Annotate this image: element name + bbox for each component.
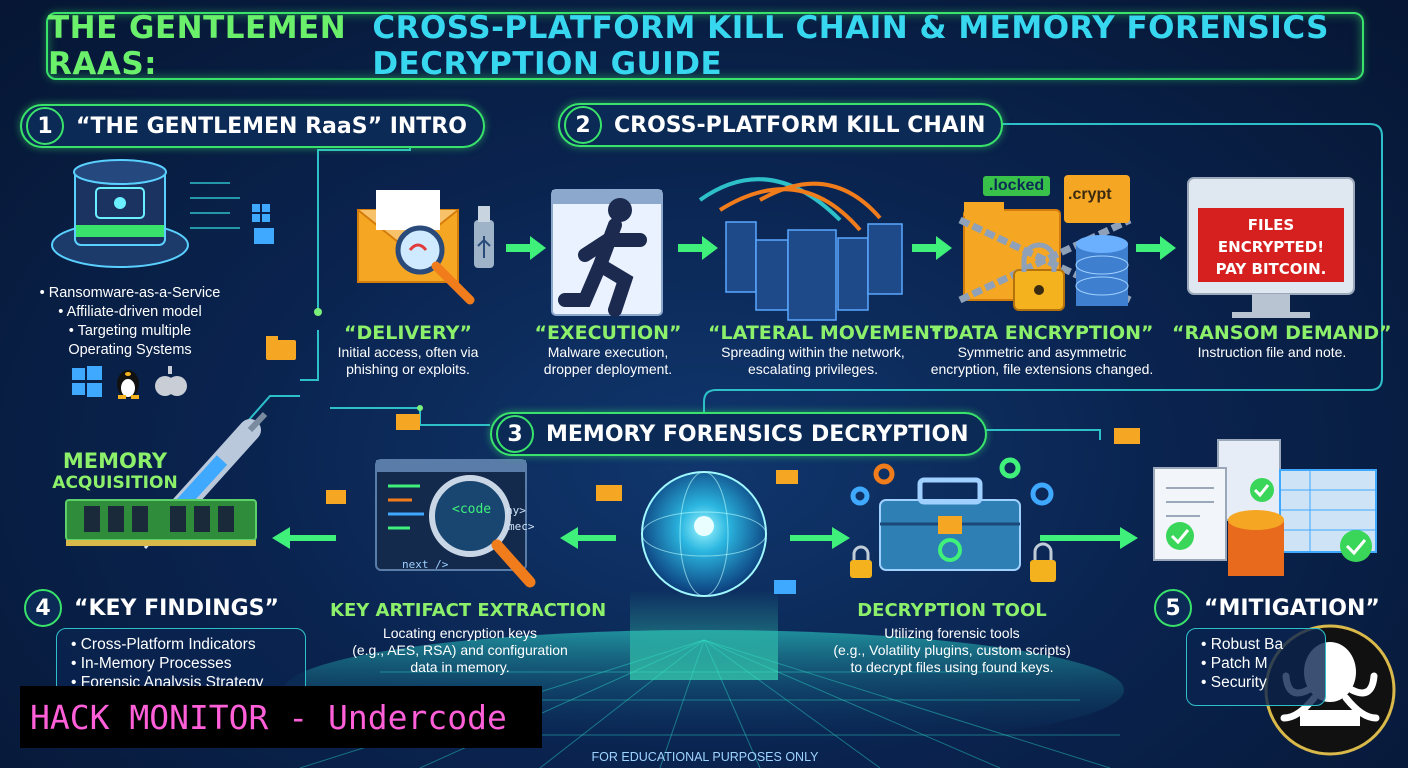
stage-lateral-movement: “LATERAL MOVEMENT” Spreading within the … [708, 322, 956, 378]
windows-small-icon [252, 204, 270, 222]
code-window-icon [375, 459, 536, 588]
linux-icon [117, 370, 139, 399]
ram-module-icon [65, 499, 257, 546]
lateral-arrows-icon [698, 177, 882, 232]
stage-title: “DATA ENCRYPTION” [930, 322, 1154, 344]
finding-item: • In-Memory Processes [71, 655, 232, 672]
stage-data-encryption: “DATA ENCRYPTION” Symmetric and asymmetr… [922, 322, 1162, 378]
main-title: THE GENTLEMEN RAAS: CROSS-PLATFORM KILL … [46, 10, 1364, 82]
mitigation-item: • Patch M [1201, 655, 1268, 672]
stage-desc-line-1: Initial access, often via [337, 344, 479, 360]
section-2-number: 2 [564, 106, 602, 144]
memory-acquisition-label: MEMORY ACQUISITION [50, 450, 180, 494]
windows-icon [72, 366, 102, 397]
artifact-desc-line-1: Locating encryption keys [382, 625, 538, 641]
stage-title: “DELIVERY” [344, 322, 472, 344]
code-snippet-1: <code [452, 502, 492, 517]
artifact-title: KEY ARTIFACT EXTRACTION [330, 600, 607, 621]
padlock-icon [850, 542, 1056, 582]
mitigation-list: • Robust Ba • Patch M • Security [1186, 628, 1326, 706]
stage-title: “EXECUTION” [534, 322, 682, 344]
folder-icon [254, 228, 274, 244]
folder-icon [266, 336, 296, 360]
intro-bullet: • Targeting multiple [68, 323, 192, 339]
section-3-number: 3 [496, 415, 534, 453]
code-snippet-2: ny> [506, 504, 526, 517]
stage-desc-line-2: phishing or exploits. [346, 361, 470, 377]
usb-icon [474, 206, 494, 268]
checkmark-icon [1166, 478, 1372, 562]
monitor-icon [1187, 177, 1355, 318]
title-brand: THE GENTLEMEN RAAS: [48, 10, 347, 82]
circuit-lines-icon [190, 182, 240, 229]
top-hat-icon [51, 159, 189, 268]
artifact-desc-line-2: (e.g., AES, RSA) and configuration [352, 642, 568, 658]
section-4-header: 4 “KEY FINDINGS” [20, 588, 295, 628]
tool-desc-line-1: Utilizing forensic tools [884, 625, 1020, 641]
magnifier-icon [395, 225, 475, 305]
tool-desc-line-2: (e.g., Volatility plugins, custom script… [833, 642, 1071, 658]
section-3-label: MEMORY FORENSICS DECRYPTION [546, 421, 969, 447]
mitigation-item: • Security [1201, 674, 1267, 691]
stage-desc-line-1: Instruction file and note. [1197, 344, 1347, 360]
stage-ransom-demand: “RANSOM DEMAND” Instruction file and not… [1172, 322, 1392, 361]
section-5-label: “MITIGATION” [1204, 595, 1380, 621]
section-2-header: 2 CROSS-PLATFORM KILL CHAIN [558, 103, 1004, 147]
code-snippet-4: next /> [402, 558, 449, 571]
running-man-icon [551, 189, 663, 317]
crypt-tag: .crypt [1068, 186, 1112, 203]
locked-tag: .locked [983, 176, 1051, 196]
section-1-number: 1 [26, 107, 64, 145]
server-rack-icon [725, 221, 903, 321]
stage-execution: “EXECUTION” Malware execution, dropper d… [528, 322, 688, 378]
tool-title: DECRYPTION TOOL [857, 600, 1047, 621]
section-1-header: 1 “THE GENTLEMEN RaaS” INTRO [20, 104, 485, 148]
gear-icon [850, 457, 1054, 506]
folder-icon [326, 414, 1140, 594]
stage-desc-line-1: Symmetric and asymmetric [957, 344, 1127, 360]
stage-desc-line-2: encryption, file extensions changed. [930, 361, 1154, 377]
database-icon [1075, 235, 1129, 306]
intro-bullet: • Affiliate-driven model [58, 304, 202, 320]
code-snippet-3: mec> [508, 520, 535, 533]
section-1-label: “THE GENTLEMEN RaaS” INTRO [76, 113, 467, 139]
toolbox-icon [879, 477, 1021, 571]
stage-delivery: “DELIVERY” Initial access, often via phi… [326, 322, 490, 378]
stage-desc-line-2: escalating privileges. [748, 361, 878, 377]
section-3-header: 3 MEMORY FORENSICS DECRYPTION [490, 412, 987, 456]
decryption-tool-block: DECRYPTION TOOL Utilizing forensic tools… [822, 600, 1082, 676]
ransom-screen-line-2: PAY BITCOIN. [1215, 260, 1327, 278]
chain-lock-icon [958, 175, 1132, 311]
title-subject: CROSS-PLATFORM KILL CHAIN & MEMORY FOREN… [372, 10, 1329, 82]
artifact-extraction-block: KEY ARTIFACT EXTRACTION Locating encrypt… [330, 600, 607, 676]
hack-monitor-watermark: HACK MONITOR - Undercode [20, 686, 542, 748]
apple-icon [155, 366, 187, 396]
finding-item: • Cross-Platform Indicators [71, 636, 256, 653]
ransom-screen-text: FILES ENCRYPTED! PAY BITCOIN. [1198, 214, 1344, 280]
stage-title: “LATERAL MOVEMENT” [708, 322, 956, 344]
memory-label-line-1: MEMORY [62, 449, 168, 473]
mitigation-item: • Robust Ba [1201, 636, 1284, 653]
memory-label-line-2: ACQUISITION [52, 473, 178, 493]
intro-bullet: • Ransomware-as-a-Service [39, 285, 221, 301]
footer-disclaimer: FOR EDUCATIONAL PURPOSES ONLY [591, 750, 819, 764]
flow-arrows [272, 236, 1176, 549]
ransom-screen-line-1: FILES ENCRYPTED! [1217, 216, 1325, 256]
documents-icon [1153, 439, 1377, 576]
stage-desc-line-1: Malware execution, [547, 344, 669, 360]
artifact-desc-line-3: data in memory. [410, 659, 510, 675]
section-5-number: 5 [1154, 589, 1192, 627]
section-2-label: CROSS-PLATFORM KILL CHAIN [614, 112, 986, 138]
section-4-label: “KEY FINDINGS” [74, 595, 279, 621]
intro-bullet: Operating Systems [68, 342, 192, 358]
tool-desc-line-3: to decrypt files using found keys. [850, 659, 1054, 675]
section-4-number: 4 [24, 589, 62, 627]
stage-desc-line-1: Spreading within the network, [721, 344, 905, 360]
globe-icon [641, 471, 767, 597]
stage-title: “RANSOM DEMAND” [1172, 322, 1392, 344]
section-5-header: 5 “MITIGATION” [1150, 588, 1396, 628]
stage-desc-line-2: dropper deployment. [543, 361, 673, 377]
section-1-bullets: • Ransomware-as-a-Service • Affiliate-dr… [20, 284, 240, 360]
